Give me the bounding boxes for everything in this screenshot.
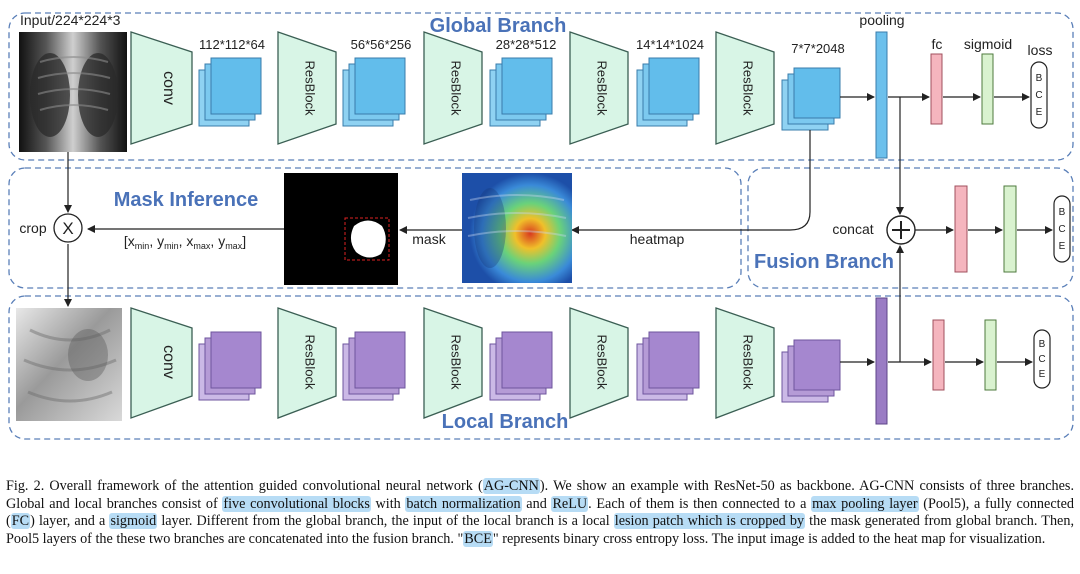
dim-label-2: 56*56*256 [351,37,412,52]
resblock-label: ResBlock [303,61,318,116]
dim-label-1: 112*112*64 [199,37,265,52]
bbox-label: [xmin, ymin, xmax, ymax] [124,233,246,251]
highlight: BCE [463,530,493,547]
svg-text:B: B [1059,207,1066,218]
heatmap-label: heatmap [630,231,685,247]
global-resblock-1: ResBlock [277,31,337,145]
highlight: FC [10,513,31,530]
fusion-bce-loss: B C E [1053,195,1071,263]
resblock-label: ResBlock [449,61,464,116]
global-resblock-2: ResBlock [423,31,483,145]
svg-text:E: E [1036,107,1043,118]
local-sigmoid-bar [984,319,997,391]
highlight: lesion patch which is cropped by [613,513,806,530]
local-resblock-4: ResBlock [715,307,775,419]
mask-label: mask [412,231,446,247]
fusion-fc-bar [954,185,968,273]
global-branch-frame [8,12,1074,161]
figure-caption: Fig. 2. Overall framework of the attenti… [6,478,1074,547]
loss-label: loss [1028,42,1053,58]
mask-inference-frame [8,167,742,289]
mask-inference-title: Mask Inference [114,189,259,211]
resblock-label: ResBlock [449,335,464,390]
crop-label: crop [19,220,46,236]
local-conv-label: conv [160,345,177,379]
local-patch-image [16,308,122,421]
global-sigmoid-bar [981,53,994,125]
svg-text:X: X [62,219,73,238]
global-bce-loss: B C E [1030,61,1048,129]
dim-label-5: 7*7*2048 [791,41,845,56]
global-conv-block: conv [130,31,193,145]
input-xray-image [19,32,127,152]
global-conv-label: conv [160,71,177,105]
global-feature-map-2 [342,57,406,127]
highlight: batch normalization [405,495,522,512]
local-resblock-3: ResBlock [569,307,629,419]
local-feature-map-1 [198,331,262,401]
fusion-branch-frame [747,167,1074,289]
local-pooling-bar [875,297,888,425]
highlight: sigmoid [109,513,158,530]
concat-label: concat [832,221,873,237]
highlight: AG-CNN [482,478,540,494]
resblock-label: ResBlock [595,61,610,116]
svg-text:B: B [1036,73,1043,84]
global-branch-title: Global Branch [430,15,567,37]
svg-text:C: C [1058,224,1065,235]
local-feature-map-2 [342,331,406,401]
local-bce-loss: B C E [1033,329,1051,389]
dim-label-3: 28*28*512 [496,37,557,52]
local-conv-block: conv [130,307,193,419]
global-pooling-bar [875,31,888,159]
global-feature-map-1 [198,57,262,127]
highlight: five convolutional blocks [222,495,371,512]
global-resblock-4: ResBlock [715,31,775,145]
resblock-label: ResBlock [741,61,756,116]
mask-image [284,173,398,285]
pooling-label: pooling [859,12,904,28]
global-resblock-3: ResBlock [569,31,629,145]
local-fc-bar [932,319,945,391]
global-feature-map-4 [636,57,700,127]
framework-figure: Global Branch Local Branch Fusion Branch… [8,12,1074,440]
svg-text:C: C [1035,90,1042,101]
input-label: Input/224*224*3 [20,12,121,28]
local-branch-title: Local Branch [442,411,569,433]
concat-operator [886,215,916,245]
local-feature-map-3 [489,331,553,401]
sigmoid-label: sigmoid [964,36,1012,52]
fusion-branch-title: Fusion Branch [754,251,894,273]
resblock-label: ResBlock [303,335,318,390]
local-feature-map-5 [781,339,841,403]
svg-text:C: C [1038,354,1045,365]
local-feature-map-4 [636,331,700,401]
fc-label: fc [932,36,943,52]
svg-text:B: B [1039,339,1046,350]
fusion-sigmoid-bar [1003,185,1017,273]
resblock-label: ResBlock [741,335,756,390]
resblock-label: ResBlock [595,335,610,390]
heatmap-image [462,173,572,283]
highlight: ReLU [551,495,589,512]
global-feature-map-5 [781,67,841,131]
local-branch-frame [8,295,1074,440]
dim-label-4: 14*14*1024 [636,37,704,52]
local-resblock-2: ResBlock [423,307,483,419]
highlight: max pooling layer [811,495,919,512]
svg-text:E: E [1059,241,1066,252]
crop-operator: X [53,213,83,243]
global-fc-bar [930,53,943,125]
global-feature-map-3 [489,57,553,127]
svg-text:E: E [1039,369,1046,380]
local-resblock-1: ResBlock [277,307,337,419]
